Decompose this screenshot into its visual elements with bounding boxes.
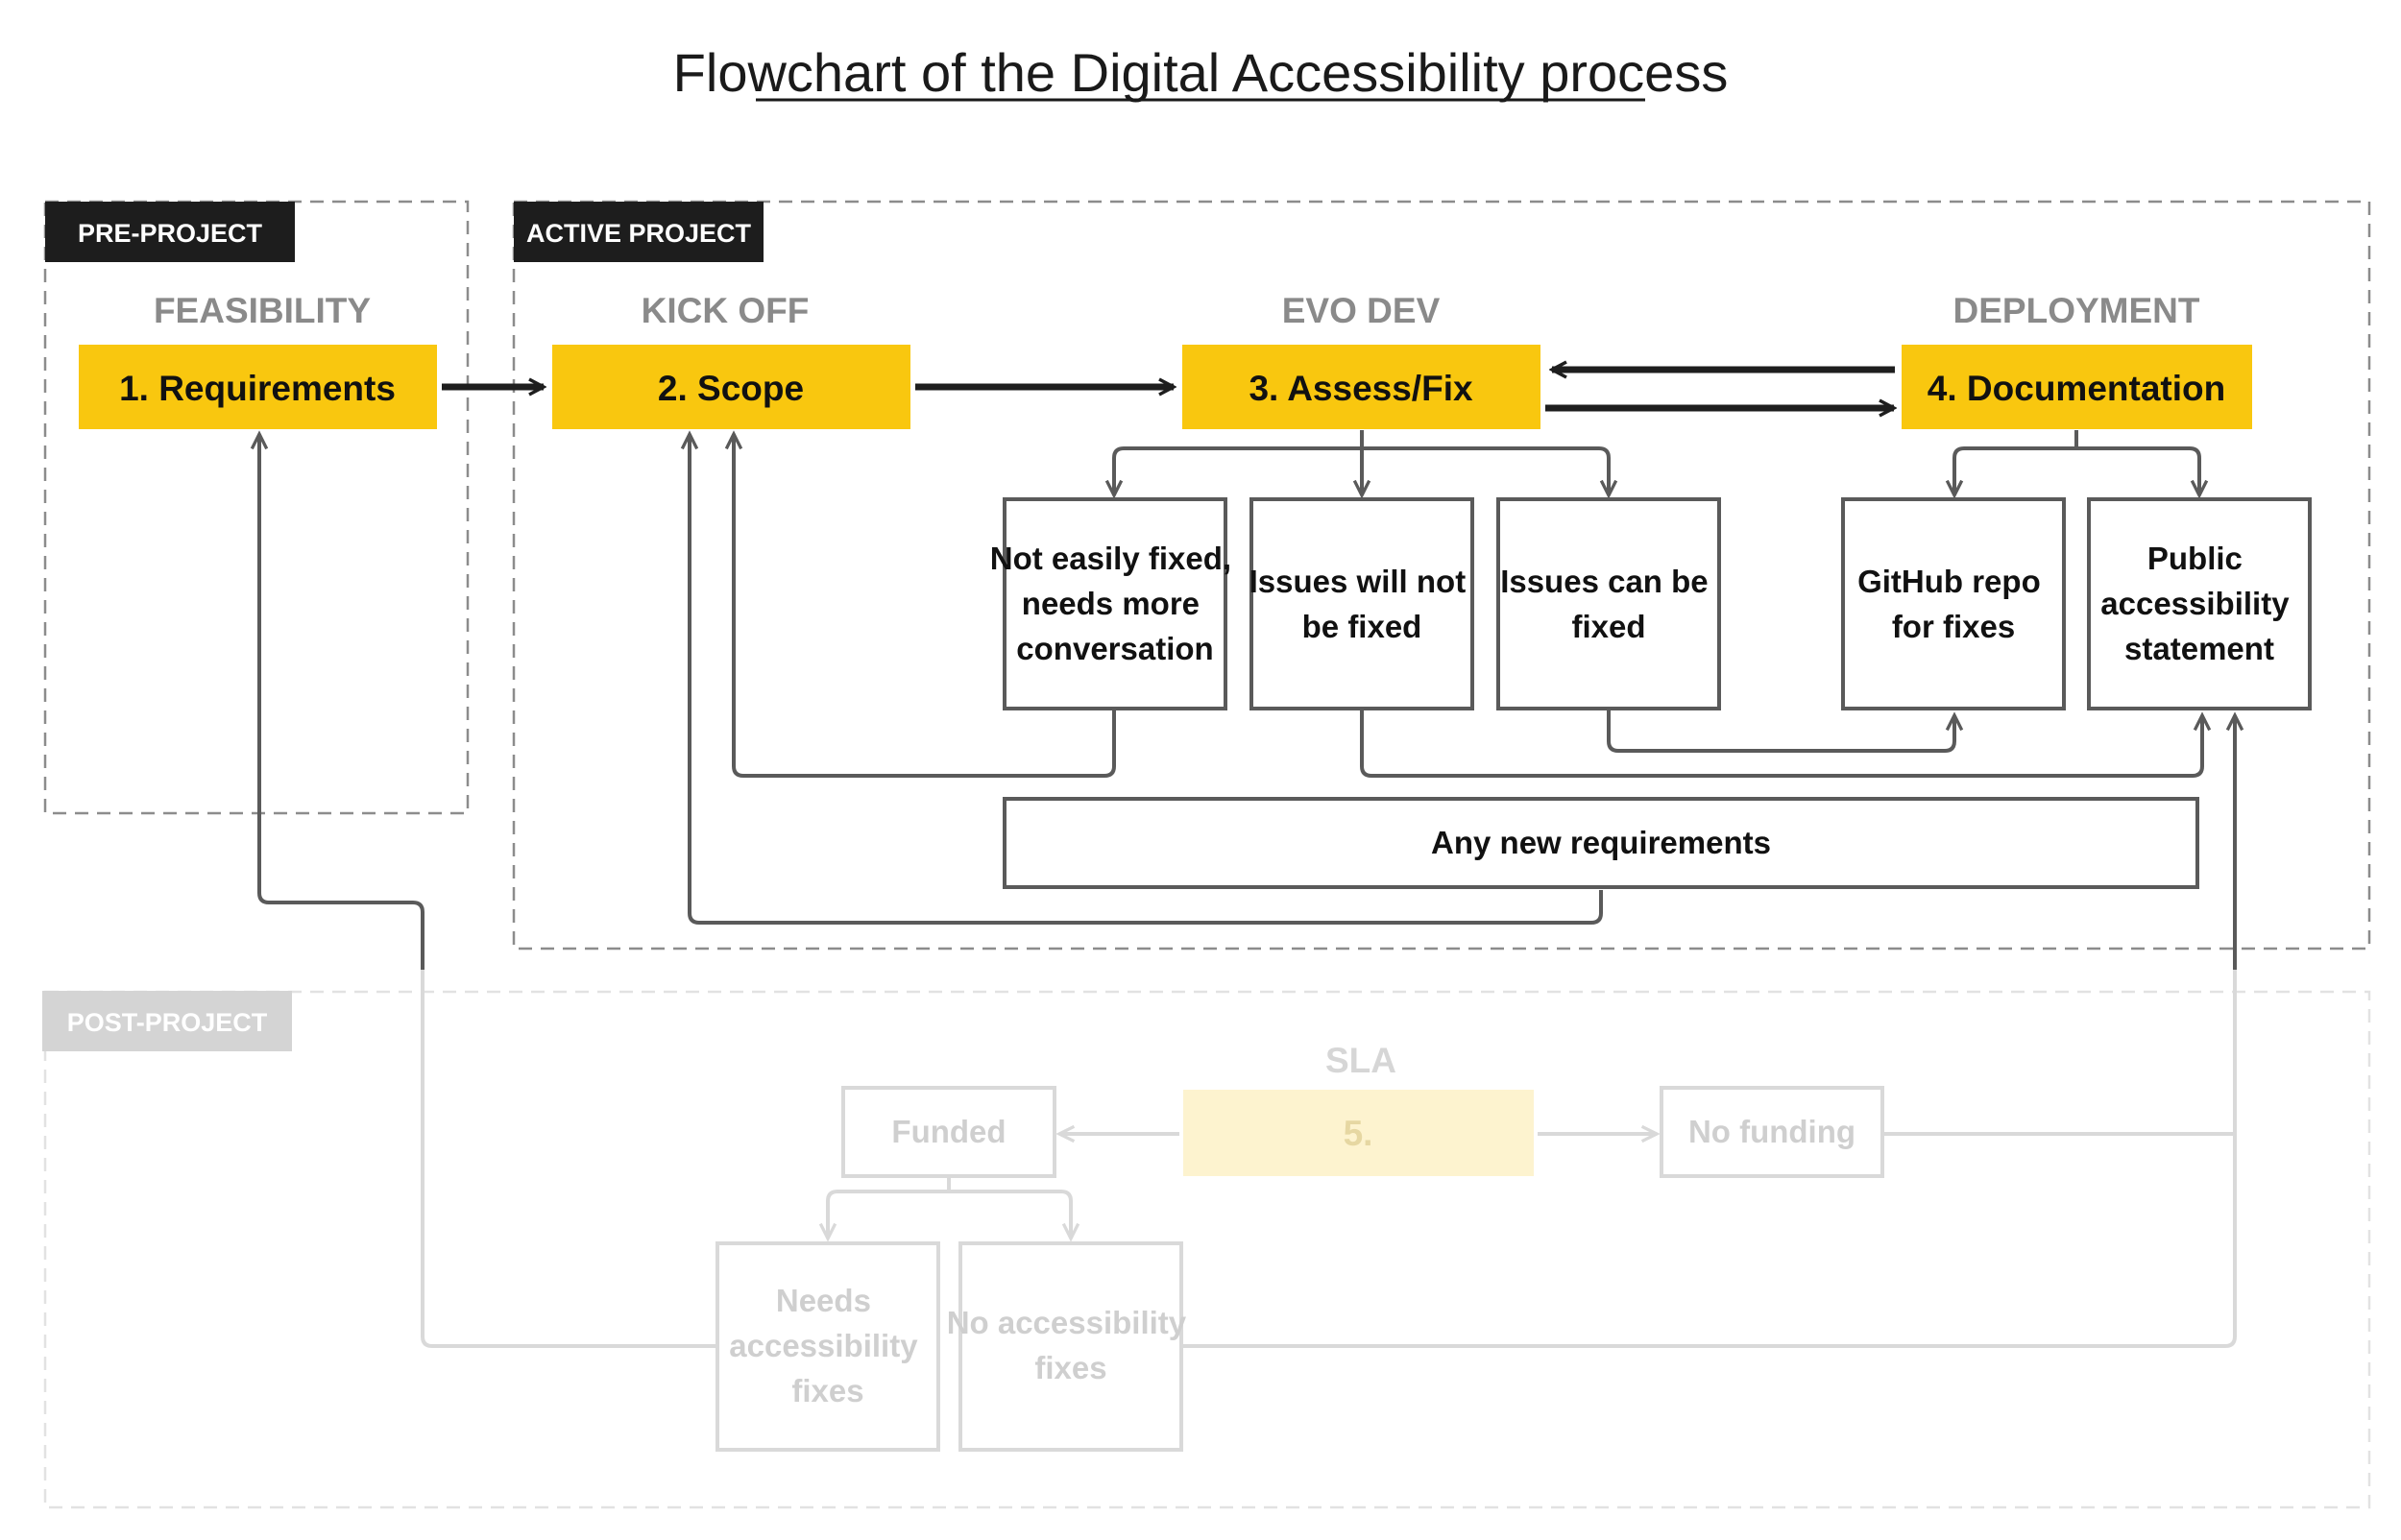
post-project-container [43,990,2371,1509]
not-fixed-to-scope-arrow [734,434,1116,778]
will-not-fix-box [1249,497,1474,710]
funded-label: Funded [891,1114,1006,1149]
step-3-label: 3. Assess/Fix [1249,369,1473,408]
no-fixes-label: No accessibility fixes [947,1305,1196,1385]
active-project-tag [514,202,764,262]
can-fix-label: Issues can be fixed [1500,564,1717,644]
no-fixes-to-statement-line [1181,970,2237,1348]
active-project-container [512,200,2371,950]
step-4-label: 4. Documentation [1928,369,2225,408]
new-requirements-label: Any new requirements [1431,825,1771,860]
step-5-box [1183,1090,1534,1176]
phase-feasibility: FEASIBILITY [154,291,371,330]
github-repo-label: GitHub repo for fixes [1857,564,2049,644]
will-not-fix-label: Issues will not be fixed [1249,564,1475,644]
needs-fixes-label: Needs accessibility fixes [729,1283,926,1408]
public-statement-box [2087,497,2312,710]
step-1-box [79,345,437,429]
phase-sla: SLA [1325,1041,1396,1080]
post-project-group: SLA 5. Funded No funding Needs accessibi… [421,970,2237,1452]
pre-project-tag [45,202,295,262]
funded-to-needs-fixes-arrow [828,1176,951,1239]
return-to-requirements-arrow [259,434,424,970]
docs-to-github-arrow [1954,430,2078,495]
will-not-fix-to-statement-arrow [1360,710,2202,778]
phase-kick-off: KICK OFF [642,291,810,330]
no-funding-label: No funding [1688,1114,1855,1149]
active-project-tag-label: ACTIVE PROJECT [526,219,752,248]
step-1-label: 1. Requirements [119,369,396,408]
funded-to-no-fixes-arrow [949,1190,1071,1239]
pre-project-tag-label: PRE-PROJECT [78,219,263,248]
no-fixes-box [958,1241,1183,1452]
not-easily-fixed-box [1003,497,1227,710]
github-repo-box [1841,497,2066,710]
assess-to-not-easily-fixed-arrow [1114,446,1362,495]
step-3-box [1182,345,1540,429]
phase-deployment: DEPLOYMENT [1953,291,2200,330]
can-fix-box [1496,497,1721,710]
docs-to-statement-arrow [2076,446,2199,495]
step-2-box [552,345,910,429]
assess-to-can-fix-arrow [1362,446,1609,495]
step-2-label: 2. Scope [658,369,804,408]
step-5-label: 5. [1344,1114,1373,1153]
post-project-tag-label: POST-PROJECT [67,1008,268,1037]
can-fix-to-github-arrow [1607,710,1954,753]
public-statement-label: Public accessibility statement [2100,541,2297,666]
page-title: Flowchart of the Digital Accessibility p… [673,42,1729,103]
not-easily-fixed-label: Not easily fixed, needs more conversatio… [990,541,1240,666]
needs-fixes-to-requirements-line [421,970,717,1348]
step-4-box [1902,345,2252,429]
new-requirements-to-scope-arrow [690,434,1603,925]
phase-evo-dev: EVO DEV [1282,291,1441,330]
post-project-tag [42,991,292,1051]
new-requirements-box [1003,797,2199,889]
